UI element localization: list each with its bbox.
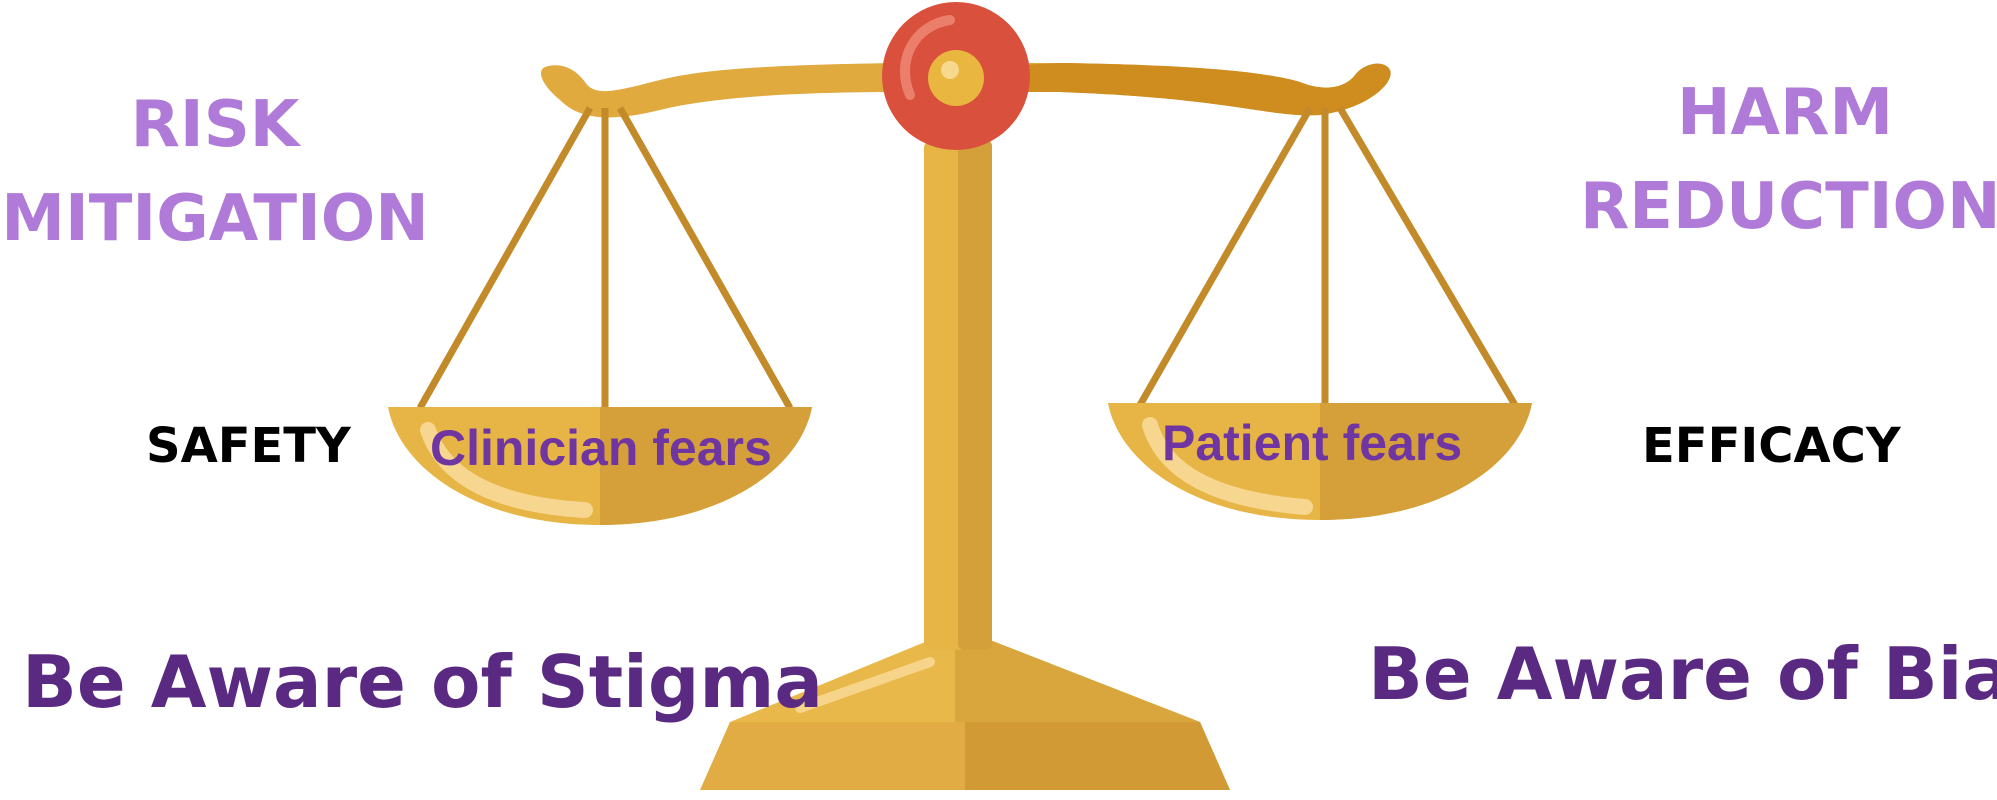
right-pan-label: Patient fears	[1162, 414, 1462, 472]
left-pan-label: Clinician fears	[430, 419, 772, 477]
right-heading-line-1: HARM	[1580, 66, 1990, 160]
left-bottom-label: Be Aware of Stigma	[22, 640, 823, 724]
safety-label: SAFETY	[146, 418, 351, 474]
left-heading-line-2: MITIGATION	[0, 172, 430, 266]
right-heading-line-2: REDUCTION	[1580, 160, 1990, 254]
right-bottom-label: Be Aware of Bias	[1368, 632, 1997, 716]
left-heading: RISK MITIGATION	[0, 78, 430, 266]
left-heading-line-1: RISK	[0, 78, 430, 172]
right-heading: HARM REDUCTION	[1580, 66, 1990, 254]
efficacy-label: EFFICACY	[1642, 418, 1901, 474]
